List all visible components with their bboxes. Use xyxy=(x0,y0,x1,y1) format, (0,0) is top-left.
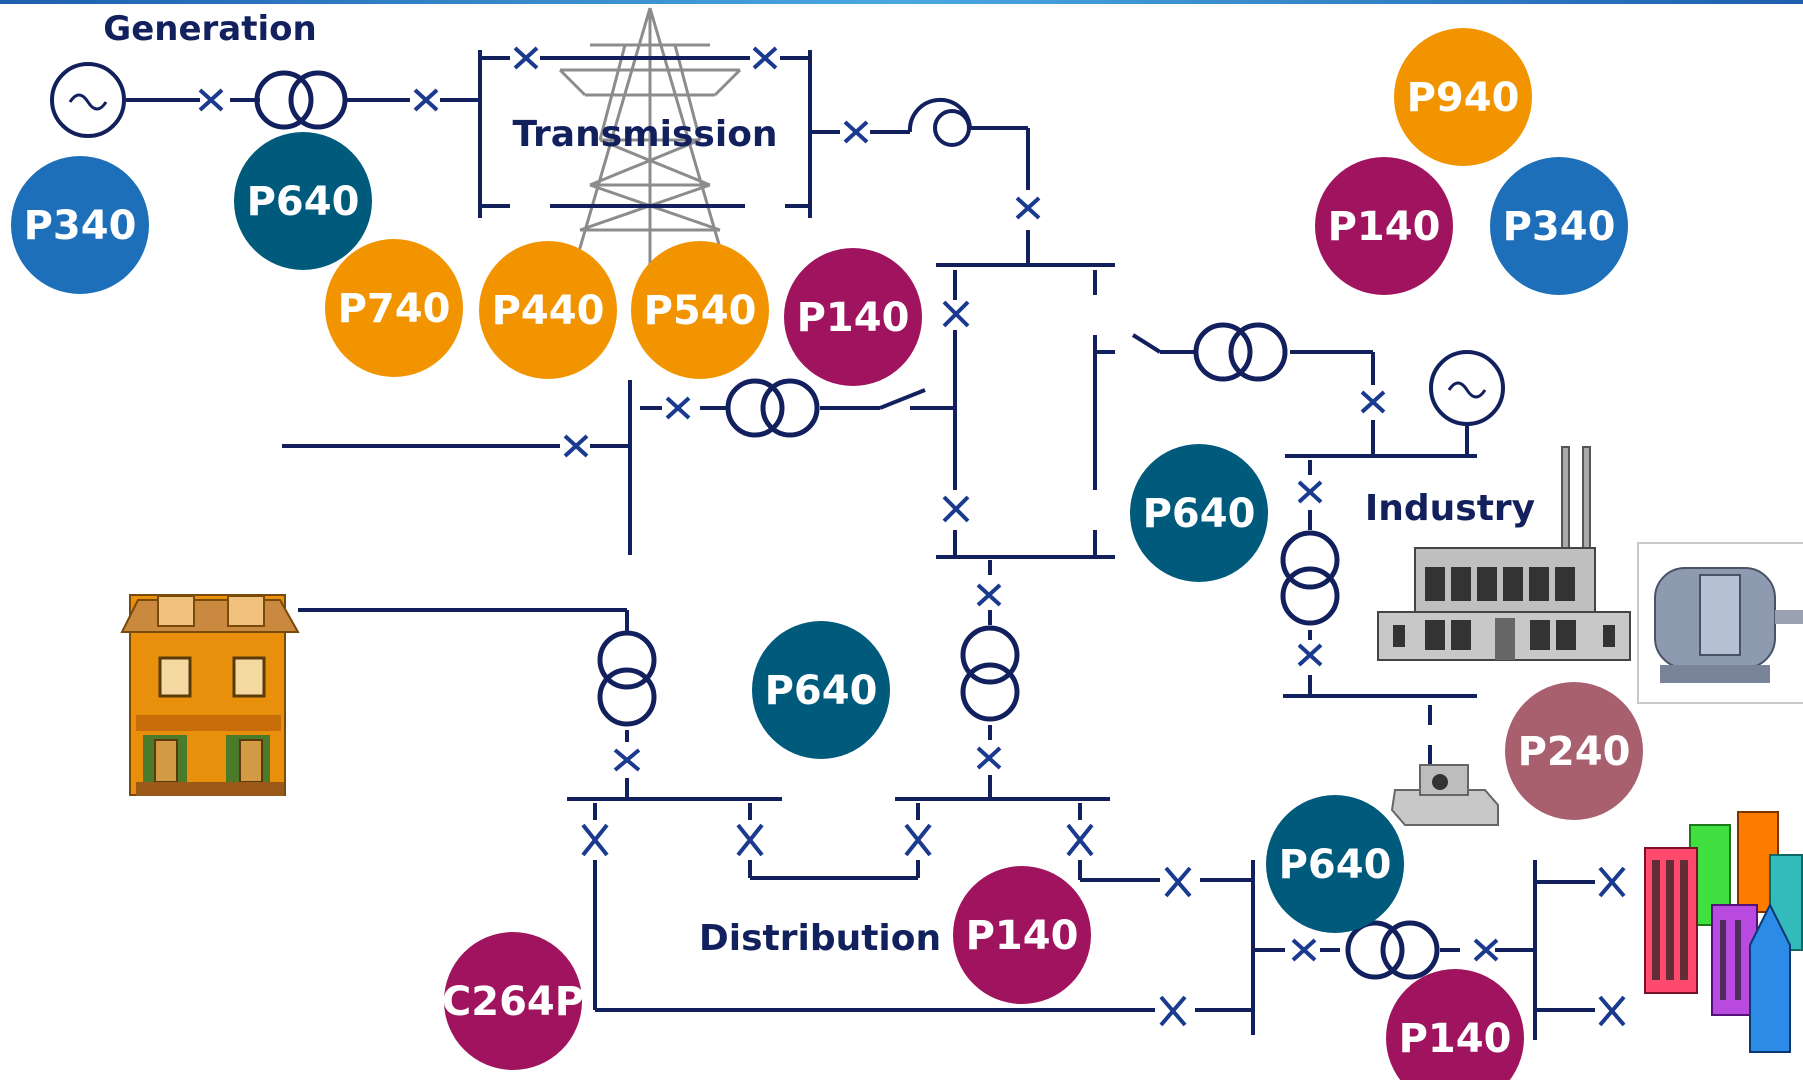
relay-label: P640 xyxy=(247,179,360,225)
circuit-breaker-icon xyxy=(198,46,1626,1027)
relay-label: P140 xyxy=(966,913,1079,959)
relay-badge: P640 xyxy=(234,132,372,270)
transformer-icon xyxy=(1193,322,1288,382)
relay-badge: P940 xyxy=(1394,28,1532,166)
relay-label: P240 xyxy=(1518,729,1631,775)
transformer-icon xyxy=(725,378,820,438)
relay-label: P140 xyxy=(1328,204,1441,250)
generator-icon xyxy=(1429,350,1505,426)
relay-badge: P340 xyxy=(11,156,149,294)
transformer-icon xyxy=(597,630,657,727)
relay-badge: P640 xyxy=(1130,444,1268,582)
relay-badge: P540 xyxy=(631,241,769,379)
relay-label: P940 xyxy=(1407,75,1520,121)
transformer-icon xyxy=(254,70,348,130)
relay-badge: P140 xyxy=(784,248,922,386)
relay-badges: P340 P640 P740 P440 P540 P140 xyxy=(11,28,1643,1080)
relay-label: C264P xyxy=(442,979,584,1025)
relay-label: P340 xyxy=(24,203,137,249)
distribution-label: Distribution xyxy=(699,918,941,959)
relay-badge: P440 xyxy=(479,241,617,379)
city-buildings-icon xyxy=(1644,811,1803,1053)
industry-label: Industry xyxy=(1365,488,1535,529)
bus-lines xyxy=(126,50,1595,1040)
relay-badge: P140 xyxy=(1315,157,1453,295)
motor-icon xyxy=(1637,542,1803,704)
relay-badge: P740 xyxy=(325,239,463,377)
transformer-icon xyxy=(960,625,1020,722)
top-accent-bar xyxy=(0,0,1803,4)
relay-label: P640 xyxy=(765,668,878,714)
transformer-icon xyxy=(1345,920,1440,980)
bearing-icon xyxy=(1390,764,1499,826)
relay-badge: P640 xyxy=(1266,795,1404,933)
generation-label: Generation xyxy=(103,9,316,49)
relay-label: P640 xyxy=(1143,491,1256,537)
relay-badge: C264P xyxy=(442,932,584,1070)
relay-badge: P240 xyxy=(1505,682,1643,820)
transmission-label: Transmission xyxy=(512,114,777,155)
relay-label: P140 xyxy=(1399,1016,1512,1062)
factory-icon xyxy=(1377,446,1631,661)
relay-badge: P640 xyxy=(752,621,890,759)
relay-label: P740 xyxy=(338,286,451,332)
relay-label: P540 xyxy=(644,288,757,334)
generator-icon xyxy=(50,62,126,138)
region-labels: Generation Transmission Industry Distrib… xyxy=(103,9,1535,959)
reactor-icon xyxy=(907,97,972,147)
relay-badge: P340 xyxy=(1490,157,1628,295)
relay-label: P340 xyxy=(1503,204,1616,250)
relay-label: P140 xyxy=(797,295,910,341)
relay-label: P640 xyxy=(1279,842,1392,888)
relay-label: P440 xyxy=(492,288,605,334)
relay-badge: P140 xyxy=(953,866,1091,1004)
transformer-icon xyxy=(1280,530,1340,626)
house-icon xyxy=(120,594,300,796)
relay-badge: P140 xyxy=(1386,969,1524,1080)
